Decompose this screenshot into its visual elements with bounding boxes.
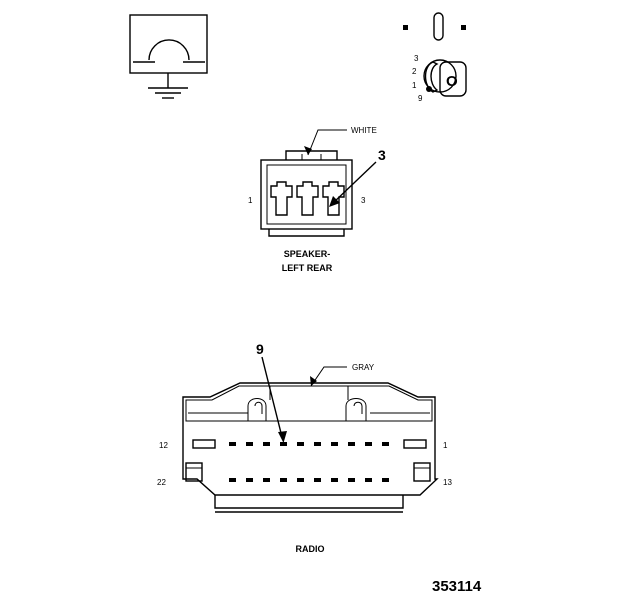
switch-position-3: 3 [414,54,419,63]
speaker-pin-cavity [322,181,345,216]
radio-pin-bottom-left: 22 [157,478,166,487]
speaker-pin-cavity [270,181,293,216]
radio-pin [382,478,389,482]
radio-pin [314,442,321,446]
radio-pin [365,442,372,446]
radio-pin [246,442,253,446]
radio-pin [280,442,287,446]
radio-pin-top-left: 12 [159,441,168,450]
speaker-name-line1: SPEAKER- [284,249,331,259]
radio-pin [365,478,372,482]
radio-pin [263,442,270,446]
radio-pin [229,478,236,482]
radio-pin [348,442,355,446]
radio-color-label: GRAY [352,363,375,372]
radio-pin [263,478,270,482]
radio-pin-row-top [229,442,389,446]
speaker-pin-right: 3 [361,196,366,205]
radio-pin [246,478,253,482]
switch-letter: O [446,73,458,90]
radio-name: RADIO [296,544,325,554]
speaker-color-label: WHITE [351,126,377,135]
speaker-name-line2: LEFT REAR [282,263,333,273]
radio-pin-top-right: 1 [443,441,448,450]
radio-pin [382,442,389,446]
speaker-callout-pin: 3 [378,147,386,163]
radio-pin [331,478,338,482]
radio-pin [229,442,236,446]
radio-pin [331,442,338,446]
radio-pin [314,478,321,482]
radio-pin [297,478,304,482]
radio-pin [348,478,355,482]
radio-pin-row-bottom [229,478,389,482]
switch-position-9: 9 [418,94,423,103]
radio-pin-bottom-right: 13 [443,478,452,487]
radio-connector: GRAY [157,341,452,554]
radio-pin [297,442,304,446]
radio-pin [280,478,287,482]
ignition-switch-icon: O 3 2 1 9 [403,12,467,103]
figure-number: 353114 [432,578,482,595]
radio-callout-pin: 9 [256,341,264,357]
switch-position-2: 2 [412,67,417,76]
speaker-connector: WHITE 3 1 3 SPEAKER- LEFT REAR [248,126,386,273]
speaker-pin-cavity [296,181,319,216]
switch-position-1: 1 [412,81,417,90]
speaker-pin-left: 1 [248,196,253,205]
ohmmeter-icon [129,14,208,99]
